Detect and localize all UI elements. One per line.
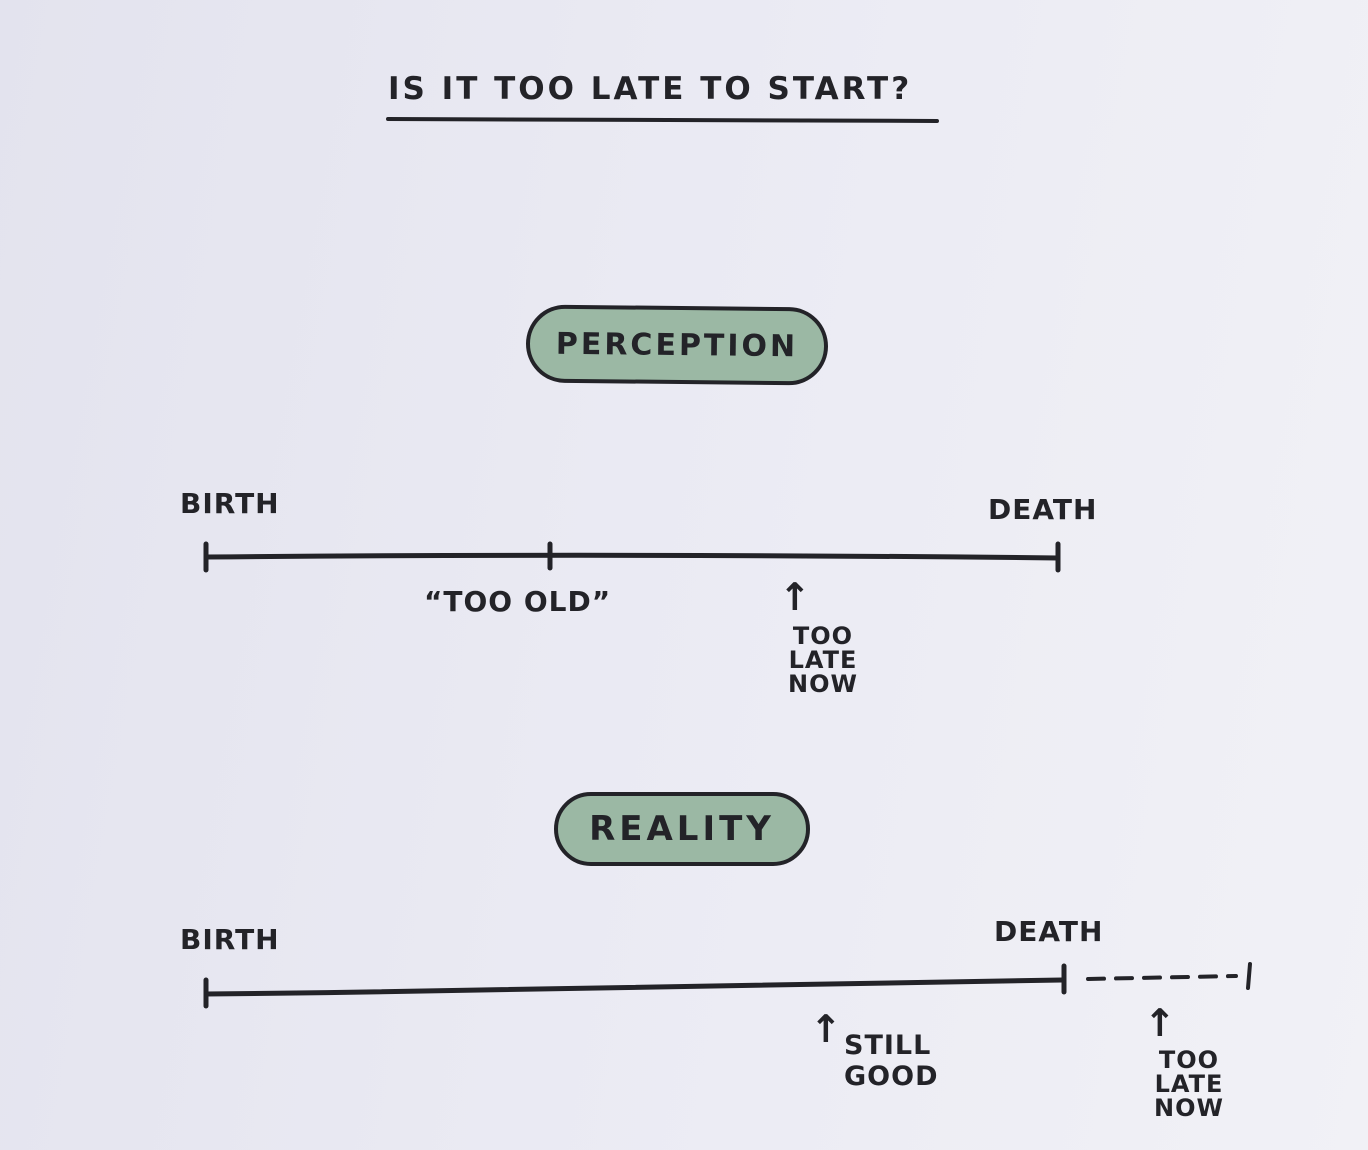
perception-too-old-label: “TOO OLD” xyxy=(424,585,612,618)
perception-too-late-arrow-icon: ↑ xyxy=(779,575,811,619)
perception-too-late-label: TOO LATE NOW xyxy=(788,622,858,698)
reality-still-good-arrow-icon: ↑ xyxy=(810,1007,842,1051)
reality-timeline-line xyxy=(203,977,1065,997)
reality-still-good-label: STILL GOOD xyxy=(844,1030,939,1093)
reality-too-late-arrow-icon: ↑ xyxy=(1144,1001,1176,1045)
perception-timeline-line xyxy=(203,552,1061,561)
perception-pill-label: PERCEPTION xyxy=(555,326,799,364)
diagram-title: IS IT TOO LATE TO START? xyxy=(388,71,913,107)
reality-pill-label: REALITY xyxy=(589,809,775,849)
reality-death-label: DEATH xyxy=(994,915,1104,948)
reality-dashed-extension xyxy=(1086,974,1238,981)
perception-death-label: DEATH xyxy=(988,493,1098,526)
perception-pill: PERCEPTION xyxy=(525,304,829,386)
reality-extension-end-tick xyxy=(1246,962,1252,990)
reality-birth-label: BIRTH xyxy=(180,923,280,956)
perception-birth-label: BIRTH xyxy=(180,487,280,520)
reality-pill: REALITY xyxy=(554,792,810,866)
reality-too-late-label: TOO LATE NOW xyxy=(1154,1046,1224,1122)
